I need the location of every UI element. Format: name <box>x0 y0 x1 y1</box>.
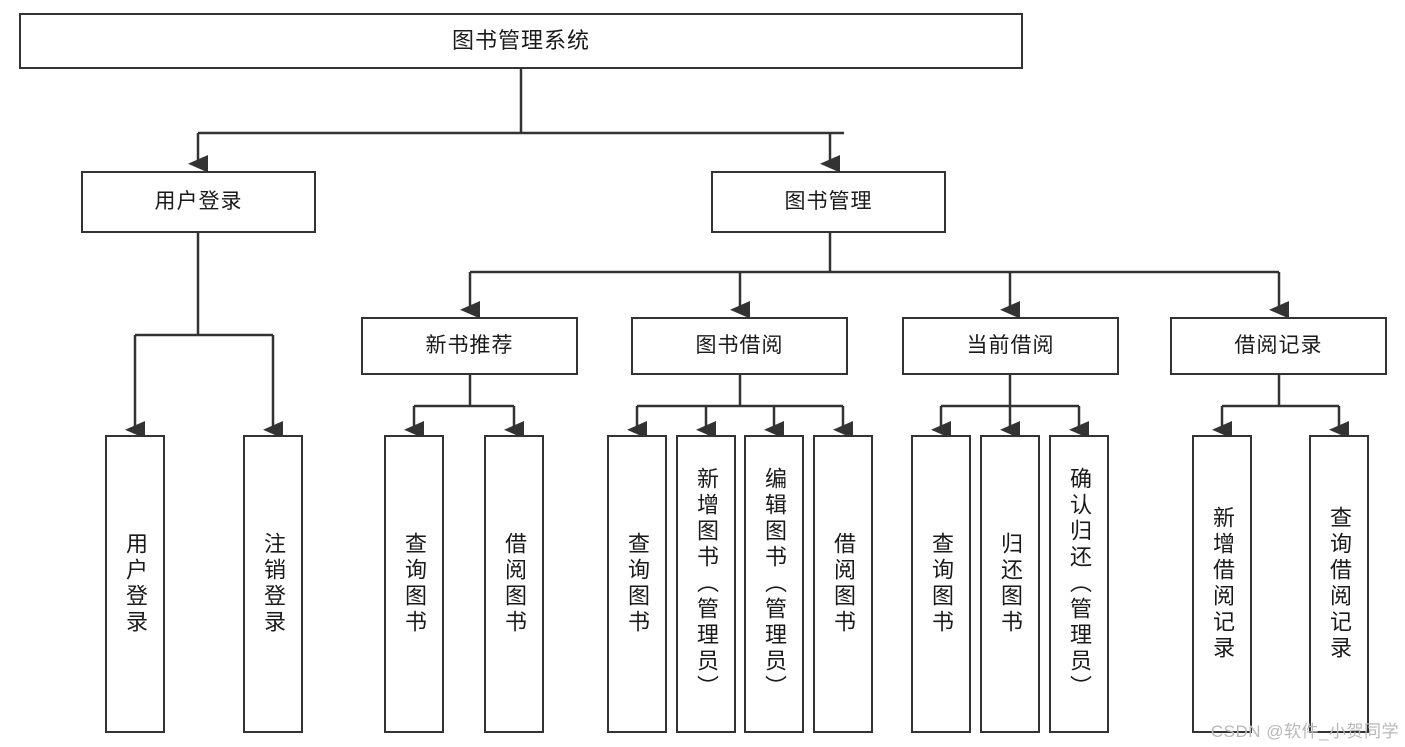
leaf-return-book[interactable]: 归还图书 <box>980 435 1040 733</box>
leaf-confirm-return[interactable]: 确认归还（管理员） <box>1049 435 1109 733</box>
node-current-borrow-label: 当前借阅 <box>966 333 1055 357</box>
leaf-add-book[interactable]: 新增图书（管理员） <box>676 435 736 733</box>
leaf-query-book-2-label: 查询图书 <box>625 532 650 636</box>
leaf-query-book-3-label: 查询图书 <box>929 532 954 636</box>
node-current-borrow[interactable]: 当前借阅 <box>902 317 1119 375</box>
leaf-logout-login-label: 注销登录 <box>261 532 286 636</box>
leaf-user-login-label: 用户登录 <box>123 532 148 636</box>
leaf-confirm-return-label: 确认归还（管理员） <box>1067 467 1092 701</box>
node-book-manage[interactable]: 图书管理 <box>711 171 946 233</box>
node-root-system-label: 图书管理系统 <box>451 28 590 54</box>
node-book-borrow[interactable]: 图书借阅 <box>631 317 848 375</box>
leaf-edit-book-label: 编辑图书（管理员） <box>762 467 787 701</box>
leaf-query-book-3[interactable]: 查询图书 <box>911 435 971 733</box>
node-book-borrow-label: 图书借阅 <box>695 333 784 357</box>
leaf-query-book-1-label: 查询图书 <box>402 532 427 636</box>
leaf-add-record[interactable]: 新增借阅记录 <box>1192 435 1252 733</box>
node-user-login[interactable]: 用户登录 <box>81 171 316 233</box>
leaf-borrow-book-1[interactable]: 借阅图书 <box>484 435 544 733</box>
leaf-add-record-label: 新增借阅记录 <box>1210 506 1235 662</box>
node-user-login-label: 用户登录 <box>154 189 243 213</box>
node-borrow-record-label: 借阅记录 <box>1234 333 1323 357</box>
node-book-manage-label: 图书管理 <box>784 189 873 213</box>
leaf-user-login[interactable]: 用户登录 <box>105 435 165 733</box>
leaf-borrow-book-1-label: 借阅图书 <box>502 532 527 636</box>
csdn-watermark: CSDN @软件_小贺同学 <box>1210 722 1399 741</box>
leaf-edit-book[interactable]: 编辑图书（管理员） <box>744 435 804 733</box>
node-new-book-recommend-label: 新书推荐 <box>425 333 514 357</box>
node-root-system[interactable]: 图书管理系统 <box>19 13 1023 69</box>
leaf-query-book-2[interactable]: 查询图书 <box>607 435 667 733</box>
leaf-query-record[interactable]: 查询借阅记录 <box>1309 435 1369 733</box>
leaf-add-book-label: 新增图书（管理员） <box>694 467 719 701</box>
node-new-book-recommend[interactable]: 新书推荐 <box>361 317 578 375</box>
node-borrow-record[interactable]: 借阅记录 <box>1170 317 1387 375</box>
leaf-return-book-label: 归还图书 <box>998 532 1023 636</box>
leaf-logout-login[interactable]: 注销登录 <box>243 435 303 733</box>
leaf-query-book-1[interactable]: 查询图书 <box>384 435 444 733</box>
leaf-query-record-label: 查询借阅记录 <box>1327 506 1352 662</box>
leaf-borrow-book-2-label: 借阅图书 <box>831 532 856 636</box>
leaf-borrow-book-2[interactable]: 借阅图书 <box>813 435 873 733</box>
